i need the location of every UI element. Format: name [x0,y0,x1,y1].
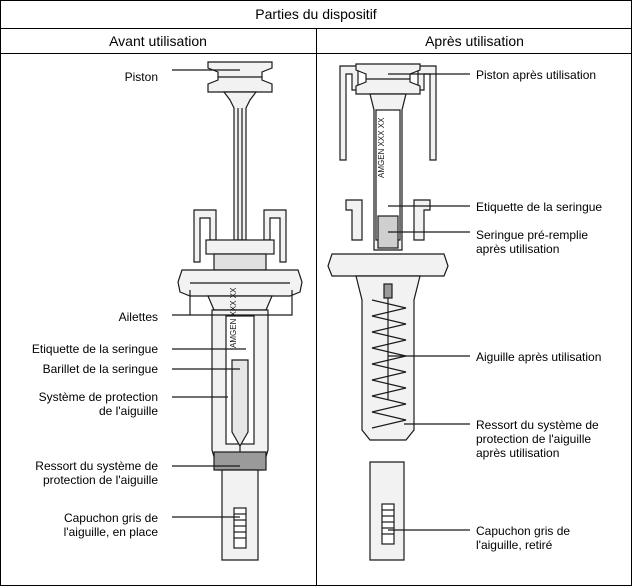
plunger-head-before [207,61,273,93]
plunger-rod-before [222,91,258,241]
label-spring-right-line3: après utilisation [476,446,560,460]
spring-after [371,299,407,429]
label-syringe-label-right: Etiquette de la seringue [476,200,603,214]
label-ailettes: Ailettes [118,310,158,324]
header-after-use: Après utilisation [317,29,632,54]
label-spring-left-line1: Ressort du système de [35,459,158,473]
diagram-title: Parties du dispositif [0,0,632,29]
prefilled-syringe-after [369,93,407,251]
label-cap-right-line2: l'aiguille, retiré [476,538,553,552]
flange-guard-before [177,209,303,297]
label-needle-after: Aiguille après utilisation [476,350,602,364]
finger-flange-before [207,295,273,311]
label-spring-right-line1: Ressort du système de [476,418,599,432]
column-divider [316,29,317,586]
label-prefilled-line2: après utilisation [476,242,560,256]
label-syringe-label-left: Etiquette de la seringue [31,342,158,356]
label-piston: Piston [124,70,158,84]
grey-cap-before [221,469,259,561]
svg-text:AMGEN XXX XX: AMGEN XXX XX [229,287,238,348]
label-protection-line1: Système de protection [38,390,158,404]
plunger-head-after [355,63,421,95]
leader-lines-right [388,73,470,531]
label-cap-right-line1: Capuchon gris de [476,524,571,538]
label-piston-after: Piston après utilisation [476,68,597,82]
syringe-label-after: AMGEN XXX XX [377,117,386,178]
label-cap-left-line2: l'aiguille, en place [63,525,158,539]
syringe-after-use: AMGEN XXX XX [327,63,449,561]
syringe-barrel-before [211,309,269,471]
svg-text:AMGEN XXX XX: AMGEN XXX XX [377,117,386,178]
label-spring-left-line2: protection de l'aiguille [42,473,158,487]
needle-after [383,283,393,400]
label-protection-line2: de l'aiguille [99,404,158,418]
label-cap-left-line1: Capuchon gris de [63,511,158,525]
syringe-before-use: AMGEN XXX XX [177,61,303,561]
grey-cap-after [369,461,405,561]
leader-lines-left [172,69,293,518]
outer-guard-after [327,65,449,277]
label-prefilled-line1: Seringue pré-remplie [476,228,589,242]
label-syringe-barrel: Barillet de la seringue [42,362,158,376]
label-spring-right-line2: protection de l'aiguille [476,432,592,446]
syringe-label-before: AMGEN XXX XX [229,287,238,348]
